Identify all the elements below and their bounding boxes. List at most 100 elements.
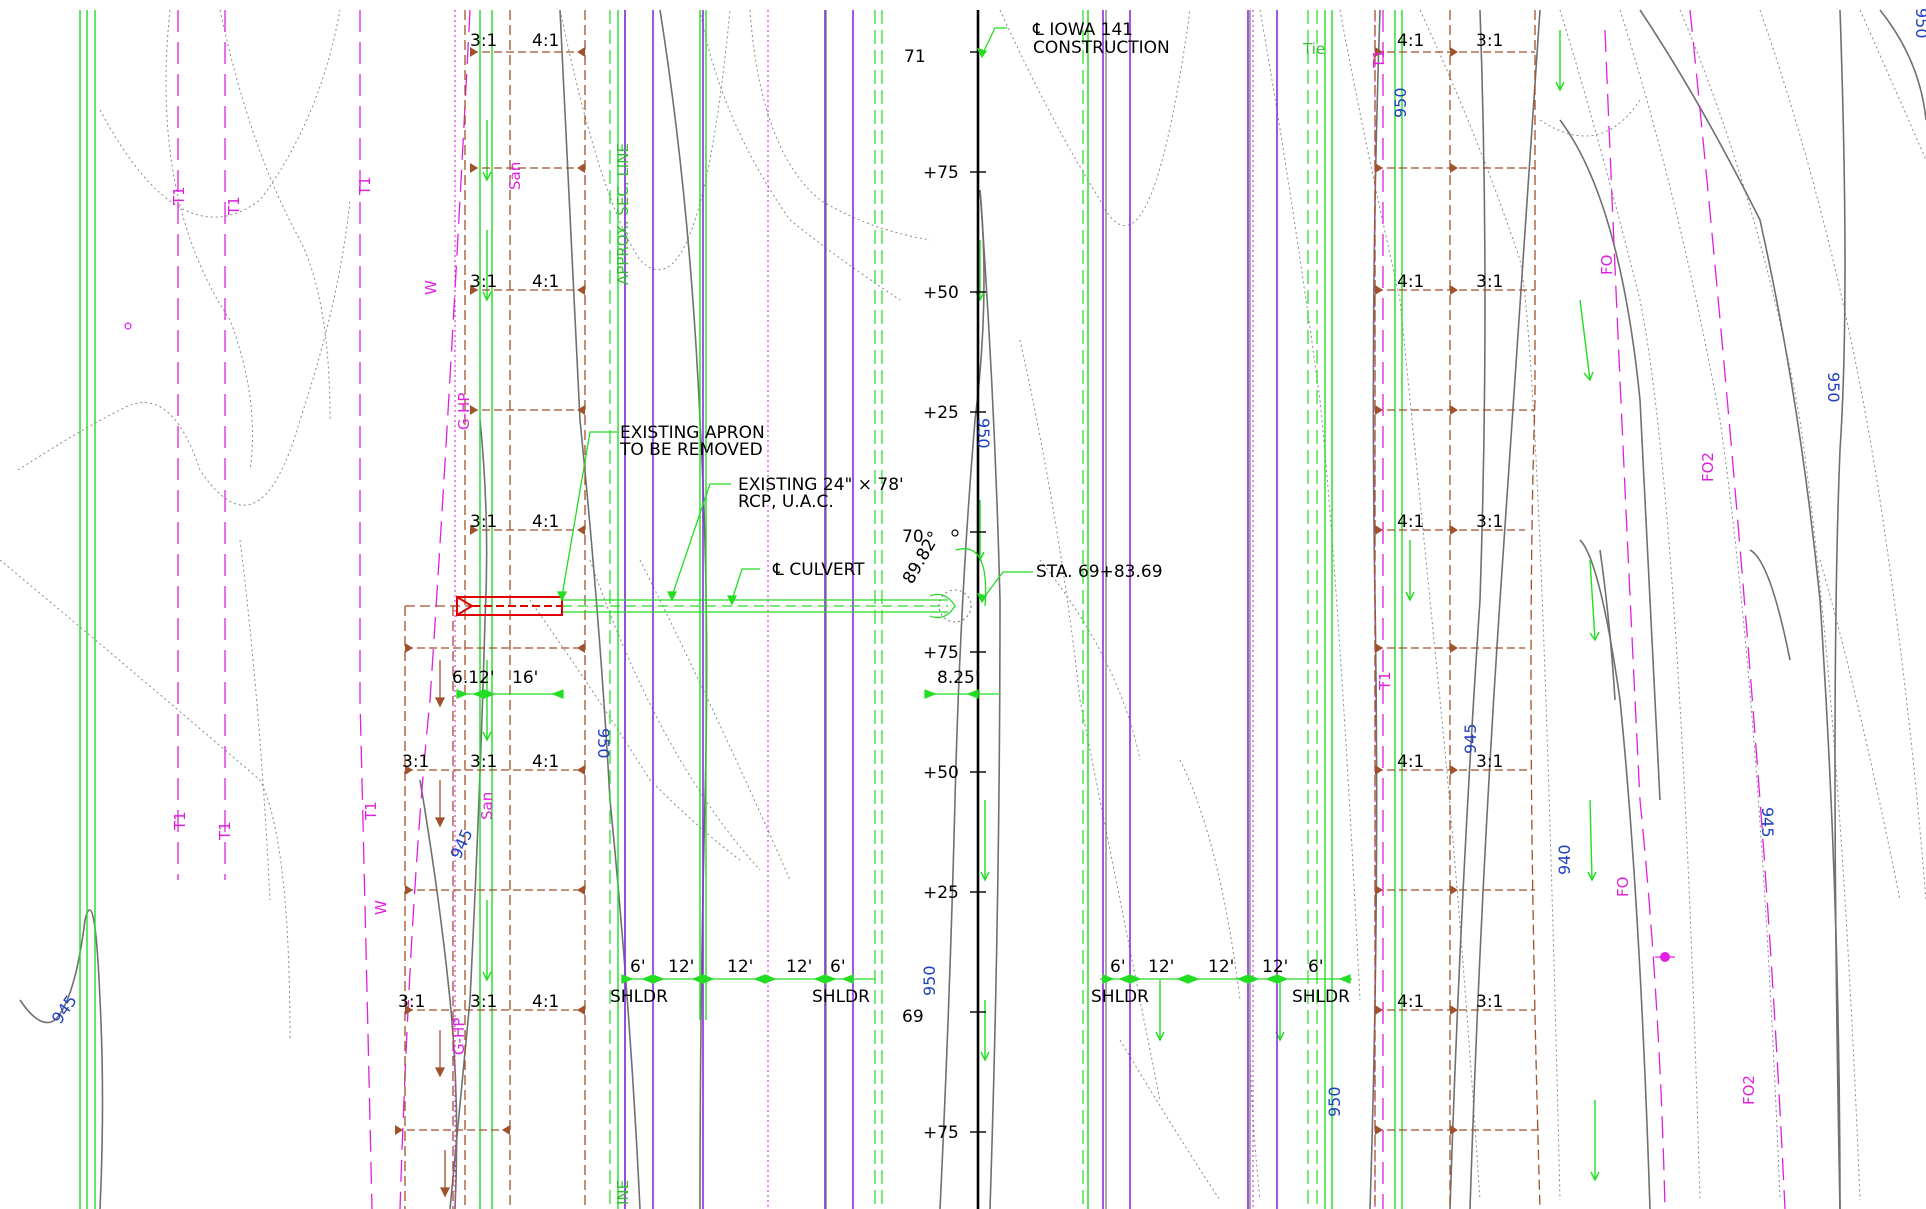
station-plus-50: +50 [923,763,959,783]
slope-3-1: 3:1 [1476,272,1503,292]
station-69: 69 [902,1007,924,1027]
utility-fiber-label: FO [1598,255,1616,275]
station-plus-75: +75 [923,163,959,183]
dim-shoulder-6: 6' [1308,957,1324,977]
utility-gas-label: G-HP [455,393,473,430]
apron-label-sub: TO BE REMOVED [619,440,763,460]
utility-water-label: W [372,900,390,915]
slope-4-1: 4:1 [1397,992,1424,1012]
grading-limits-left [404,10,586,1209]
utility-sanitary-label: San [506,162,524,190]
slope-3-1: 3:1 [470,512,497,532]
utility-t1-label: T1 [216,821,234,841]
slope-3-1: 3:1 [1476,512,1503,532]
slope-3-1: 3:1 [398,992,425,1012]
utility-lines [177,9,1786,1209]
section-line-label-bottom: INE [614,1180,632,1205]
rcp-label-sub: RCP, U.A.C. [738,492,834,512]
dim-lane-12: 12' [1148,957,1174,977]
station-plus-25: +25 [923,403,959,423]
slope-3-1: 3:1 [470,272,497,292]
utility-t1-label: T1 [1370,49,1388,69]
station-label: STA. 69+83.69 [1036,562,1163,582]
utility-sanitary-label: San [478,792,496,820]
slope-3-1: 3:1 [1476,992,1503,1012]
green-edge-lines [79,10,1403,1209]
contour-label-945: 945 [446,826,476,862]
leader-lines [556,27,1033,607]
utility-fiber-label: FO [1614,877,1632,897]
grading-arrowheads-right [1375,47,1458,1135]
slope-4-1: 4:1 [532,752,559,772]
slope-3-1: 3:1 [1476,31,1503,51]
grading-arrowheads-left [395,47,585,1135]
dim-shoulder-6: 6' [830,957,846,977]
utility-dots [454,10,1376,1209]
slope-4-1: 4:1 [532,992,559,1012]
slope-3-1: 3:1 [470,992,497,1012]
utility-t1-label: T1 [362,801,380,821]
contour-label-950: 950 [1824,372,1843,403]
utility-t1-label: T1 [225,196,243,216]
station-plus-75: +75 [923,1123,959,1143]
slope-4-1: 4:1 [1397,512,1424,532]
contour-label-950: 950 [1325,1086,1344,1117]
slope-4-1: 4:1 [532,512,559,532]
culvert-label: ℄ CULVERT [772,560,865,580]
existing-contours-major [19,9,1926,1209]
utility-t1-label: T1 [170,186,188,206]
culvert-pipe [562,589,972,623]
dim-lane-12: 12' [1262,957,1288,977]
contour-label-945: 945 [1758,807,1777,838]
station-plus-25: +25 [923,883,959,903]
dim-16: 16' [512,668,538,688]
contour-label-950: 950 [1391,87,1410,118]
utility-fiber-2-label: FO2 [1699,452,1717,482]
shoulder-label: SHLDR [610,987,668,1007]
utility-fiber-2-label: FO2 [1740,1075,1758,1105]
slope-4-1: 4:1 [1397,31,1424,51]
utility-water-label: W [422,280,440,295]
grading-ticks-right [1375,51,1540,1131]
station-ticks [970,51,986,1133]
dim-lane-12: 12' [1208,957,1234,977]
dim-shoulder-6: 6' [1110,957,1126,977]
dim-8-25: 8.25' [937,668,980,688]
station-70: 70 [902,527,924,547]
slope-4-1: 4:1 [532,31,559,51]
dim-lane-12: 12' [668,957,694,977]
dimension-lines [456,689,1352,984]
flow-arrows [482,30,1600,1182]
dim-shoulder-6: 6' [630,957,646,977]
lane-gray-lines [825,10,1251,1209]
rcp-label: EXISTING 24" × 78' [738,475,904,495]
station-plus-50: +50 [923,283,959,303]
slope-3-1: 3:1 [470,31,497,51]
shoulder-label: SHLDR [1091,987,1149,1007]
contour-label-950: 950 [594,728,613,759]
brown-drainage-arrows [434,660,451,1198]
shoulder-label: SHLDR [812,987,870,1007]
grading-ticks-left [395,51,585,1131]
contour-label-950: 950 [974,418,993,449]
station-71: 71 [904,47,926,67]
centerline-label-sub: CONSTRUCTION [1033,38,1170,58]
slope-3-1: 3:1 [402,752,429,772]
slope-4-1: 4:1 [532,272,559,292]
utility-t1-label: T1 [171,811,189,831]
section-line-label: APPROX. SEC. LINE [614,143,632,285]
green-dashed-lines [609,10,1318,1209]
slope-3-1: 3:1 [470,752,497,772]
utility-t1-label: T1 [356,176,374,196]
contour-label-945: 945 [1461,723,1480,754]
slope-4-1: 4:1 [1397,752,1424,772]
contour-label-950: 950 [1912,8,1926,39]
slope-4-1: 4:1 [1397,272,1424,292]
utility-gas-label: G-HP [450,1018,468,1055]
lane-lines [624,10,1278,1209]
apron-label: EXISTING APRON [620,423,765,443]
slope-3-1: 3:1 [1476,752,1503,772]
culvert-apron [456,595,563,617]
dim-lane-12: 12' [786,957,812,977]
